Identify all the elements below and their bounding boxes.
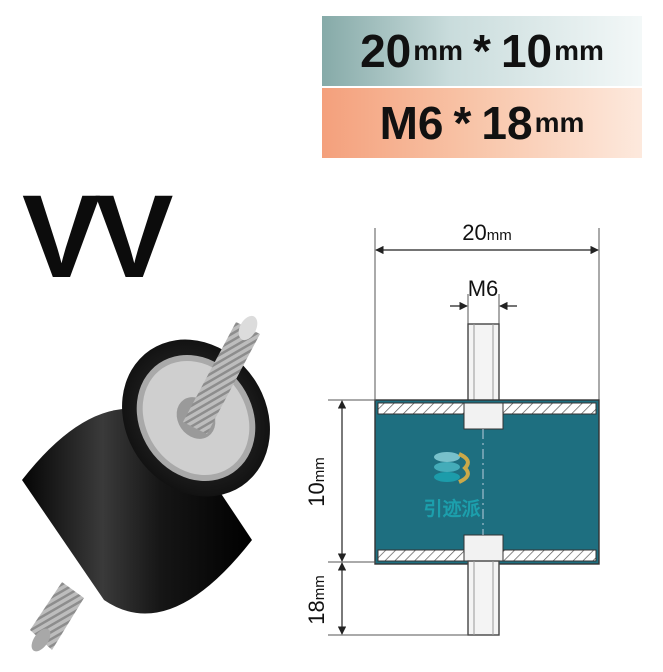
height-label: 10mm [304,457,329,506]
top-stud [183,315,260,434]
thread-value: M6 [379,97,444,149]
top-insert [463,402,504,430]
diameter-value: 20 [360,25,412,77]
width-unit: mm [487,227,512,244]
bottom-plate-left [377,549,465,562]
height-unit: mm [554,35,604,66]
top-plate-left [377,402,465,415]
height-value: 10 [500,25,553,77]
bottom-stud-section [467,560,500,636]
diameter-unit: mm [413,35,464,66]
height-number: 10 [304,482,329,506]
width-label: 20mm [462,220,511,245]
top-stud-section [467,323,500,405]
stud-label: 18mm [304,575,329,624]
times-symbol: * [453,97,472,149]
stud-number: 18 [304,600,329,624]
brand-cover-patch [200,184,318,302]
brand-logo-text: VV [22,171,173,303]
watermark: 引迹派 [402,448,502,521]
stud-length-unit: mm [534,107,585,138]
height-unit: mm [311,457,328,482]
watermark-text: 引迹派 [423,498,481,520]
bottom-plate-right [502,549,597,562]
top-plate-right [502,402,597,415]
product-photo [22,315,270,652]
thread-label: M6 [468,276,499,301]
bottom-insert [463,534,504,562]
rubber-cylinder [22,339,270,614]
bottom-stud [30,582,84,652]
times-symbol: * [473,25,491,77]
watermark-logo-icon [434,452,470,484]
width-number: 20 [462,220,486,245]
stud-unit: mm [311,575,328,600]
stud-length-value: 18 [481,97,533,149]
technical-drawing: 20mm M6 10mm 18mm [304,220,600,636]
